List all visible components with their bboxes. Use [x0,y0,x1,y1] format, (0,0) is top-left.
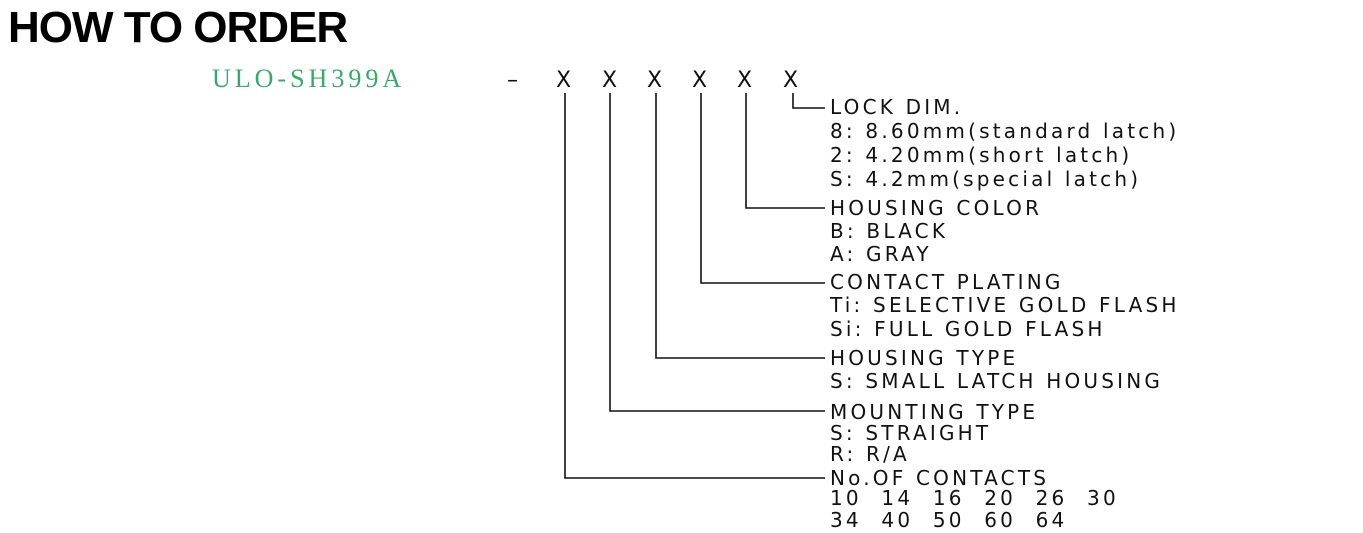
leader-line-mounting-type [609,93,825,412]
field-option: Si: FULL GOLD FLASH [830,317,1106,341]
field-option: 8: 8.60mm(standard latch) [830,119,1179,143]
leader-line-lock-dim [792,93,825,109]
field-heading-housing-type: HOUSING TYPE [830,346,1018,370]
field-heading-mounting-type: MOUNTING TYPE [830,400,1038,424]
field-option: B: BLACK [830,219,948,243]
field-heading-contact-plating: CONTACT PLATING [830,270,1064,294]
field-option: S: STRAIGHT [830,421,991,445]
field-heading-lock-dim: LOCK DIM. [830,95,963,119]
field-heading-contacts: No.OF CONTACTS [830,466,1049,490]
placeholder-mounting: X [602,68,617,93]
field-option: 2: 4.20mm(short latch) [830,143,1132,167]
field-option: R: R/A [830,442,910,466]
placeholder-lock-dim: X [783,68,798,93]
field-option: 34 40 50 60 64 [830,508,1067,532]
leader-line-housing-color [745,93,825,209]
leader-line-contact-plating [700,93,825,284]
field-option: S: SMALL LATCH HOUSING [830,369,1163,393]
field-heading-housing-color: HOUSING COLOR [830,196,1042,220]
field-option: Ti: SELECTIVE GOLD FLASH [829,293,1180,317]
part-number-prefix: ULO-SH399A [212,64,405,93]
placeholder-contacts: X [556,68,571,93]
page-title: HOW TO ORDER [8,3,348,52]
leader-line-housing-type [655,93,825,359]
placeholder-plating: X [692,68,707,93]
field-option: S: 4.2mm(special latch) [830,167,1141,191]
part-number-separator: – [507,68,518,93]
field-option: 10 14 16 20 26 30 [830,486,1119,510]
placeholder-housing-type: X [647,68,662,93]
leader-line-contacts [564,93,825,479]
field-option: A: GRAY [830,242,932,266]
placeholder-color: X [737,68,752,93]
